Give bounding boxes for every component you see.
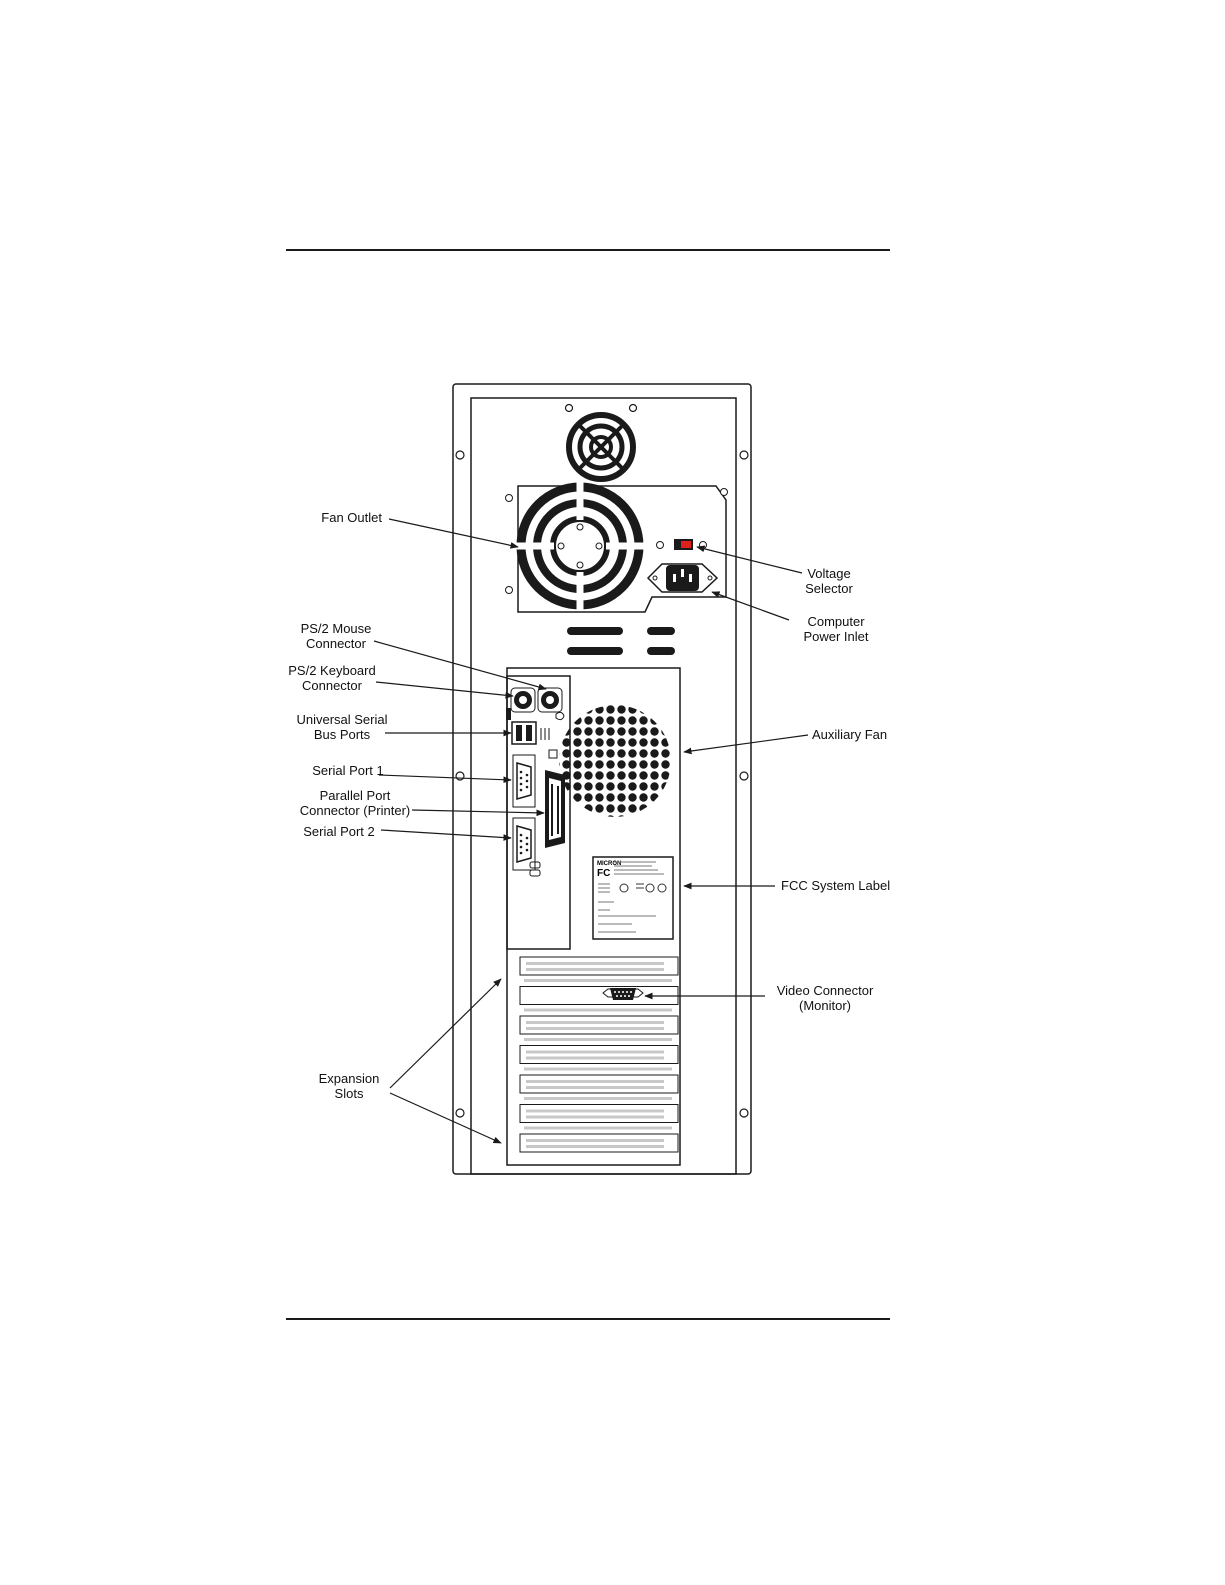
slot-separator <box>524 1097 672 1100</box>
slot-vent-strip <box>526 1086 664 1089</box>
slot-vent-strip <box>526 1080 664 1083</box>
power-inlet-socket[interactable] <box>648 564 717 592</box>
label-video-connector-line2: (Monitor) <box>799 998 851 1013</box>
label-serial-port-1: Serial Port 1 <box>312 763 384 778</box>
auxiliary-fan-grill <box>559 705 671 817</box>
label-parallel-port-line2: Connector (Printer) <box>300 803 411 818</box>
slot-separator <box>524 1068 672 1071</box>
label-serial-port-2: Serial Port 2 <box>303 824 375 839</box>
expansion-slot-cover <box>520 957 678 975</box>
slot-vent-strip <box>526 968 664 971</box>
slot-vent-strip <box>526 1027 664 1030</box>
fcc-mark: FC <box>597 868 610 879</box>
label-ps2-mouse-line1: PS/2 Mouse <box>301 621 372 636</box>
slot-vent-strip <box>526 1057 664 1060</box>
label-video-connector-line1: Video Connector <box>777 983 874 998</box>
ps2-keyboard-port[interactable] <box>511 688 535 712</box>
slot-vent-strip <box>526 1051 664 1054</box>
top-fan-grill <box>569 415 633 479</box>
printer-icon <box>549 750 557 758</box>
slot-vent-strip <box>526 1116 664 1119</box>
expansion-slot-cover <box>520 1134 678 1152</box>
slot-separator <box>524 1009 672 1012</box>
label-usb-line1: Universal Serial <box>296 712 387 727</box>
label-fan-outlet: Fan Outlet <box>321 510 382 525</box>
fcc-system-label: MICRON FC <box>593 857 673 939</box>
label-power-inlet-line1: Computer <box>807 614 865 629</box>
label-ps2-keyboard-line2: Connector <box>302 678 363 693</box>
usb-icon <box>541 728 549 740</box>
expansion-slot-cover <box>520 1046 678 1064</box>
slot-separator <box>524 979 672 982</box>
label-auxiliary-fan: Auxiliary Fan <box>812 727 887 742</box>
expansion-slot-cover <box>520 1105 678 1123</box>
label-power-inlet-line2: Power Inlet <box>803 629 868 644</box>
keyboard-icon <box>506 708 511 720</box>
slot-vent-strip <box>526 1139 664 1142</box>
slot-vent-strip <box>526 962 664 965</box>
slot-vent-strip <box>526 1145 664 1148</box>
label-expansion-slots-line2: Slots <box>335 1086 364 1101</box>
slot-vent-strip <box>526 1021 664 1024</box>
expansion-slot-cover <box>520 1016 678 1034</box>
slot-separator <box>524 1038 672 1041</box>
label-ps2-mouse-line2: Connector <box>306 636 367 651</box>
label-voltage-selector-line1: Voltage <box>807 566 850 581</box>
voltage-selector-switch[interactable] <box>657 539 707 550</box>
ps2-mouse-port[interactable] <box>538 688 562 712</box>
label-parallel-port-line1: Parallel Port <box>320 788 391 803</box>
serial-port-1[interactable] <box>513 755 535 807</box>
label-usb-line2: Bus Ports <box>314 727 371 742</box>
label-ps2-keyboard-line1: PS/2 Keyboard <box>288 663 375 678</box>
label-expansion-slots-line1: Expansion <box>319 1071 380 1086</box>
knockout-ports <box>567 627 675 655</box>
parallel-port[interactable] <box>545 770 565 848</box>
psu-fan-outlet <box>516 482 644 610</box>
label-fcc-system: FCC System Label <box>781 878 890 893</box>
label-voltage-selector-line2: Selector <box>805 581 853 596</box>
expansion-slots <box>520 957 678 1152</box>
usb-ports[interactable] <box>512 722 536 744</box>
expansion-slot-cover <box>520 1075 678 1093</box>
mouse-icon <box>556 712 564 719</box>
slot-separator <box>524 1127 672 1130</box>
slot-vent-strip <box>526 1110 664 1113</box>
